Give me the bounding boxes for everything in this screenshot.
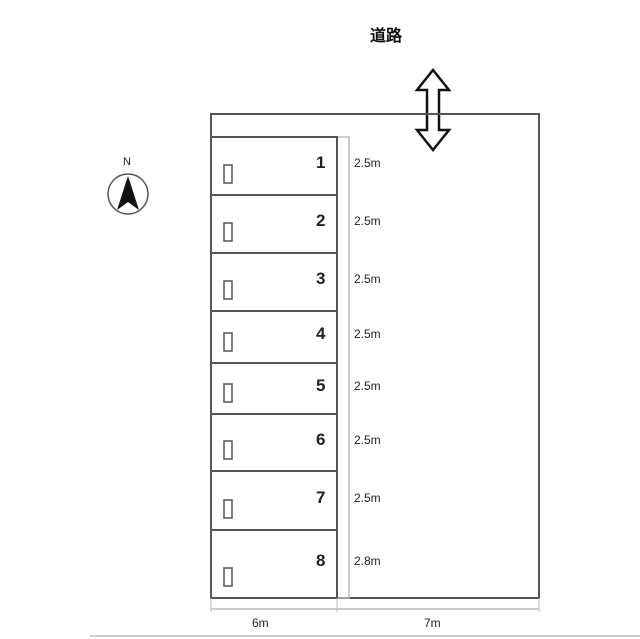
car-marker-icon xyxy=(223,440,233,460)
car-marker-icon xyxy=(223,383,233,403)
compass-icon xyxy=(107,173,149,215)
stall-number: 4 xyxy=(316,324,326,343)
stall-width-label: 2.8m xyxy=(354,554,381,568)
car-marker-icon xyxy=(223,222,233,242)
road-label: 道路 xyxy=(370,28,403,45)
stall-number: 2 xyxy=(316,211,326,230)
stall-number: 6 xyxy=(316,429,326,449)
stall-number: 3 xyxy=(316,269,326,288)
stall-width-label: 2.5m xyxy=(354,272,381,286)
stall-width-label: 2.5m xyxy=(354,214,381,228)
stall-width-label: 2.5m xyxy=(354,432,381,447)
double-arrow-icon xyxy=(414,67,452,153)
lot-boundary xyxy=(210,113,540,599)
car-marker-icon xyxy=(223,499,233,519)
stall-number: 7 xyxy=(316,487,326,507)
car-marker-icon xyxy=(223,332,233,352)
car-marker-icon xyxy=(223,164,233,184)
stall-width-label: 2.5m xyxy=(354,490,381,505)
stall-width-label: 2.5m xyxy=(354,378,381,393)
car-marker-icon xyxy=(223,567,233,587)
stall-number: 5 xyxy=(316,375,326,395)
stall-number: 8 xyxy=(316,551,326,570)
stall-depth-label: 6m xyxy=(252,616,269,630)
north-label: N xyxy=(123,156,131,168)
stall-number: 1 xyxy=(316,153,326,172)
car-marker-icon xyxy=(223,280,233,300)
stall-width-label: 2.5m xyxy=(354,156,381,170)
parking-stall xyxy=(210,529,338,599)
aisle-width-label: 7m xyxy=(424,616,441,630)
stall-width-label: 2.5m xyxy=(354,327,381,341)
